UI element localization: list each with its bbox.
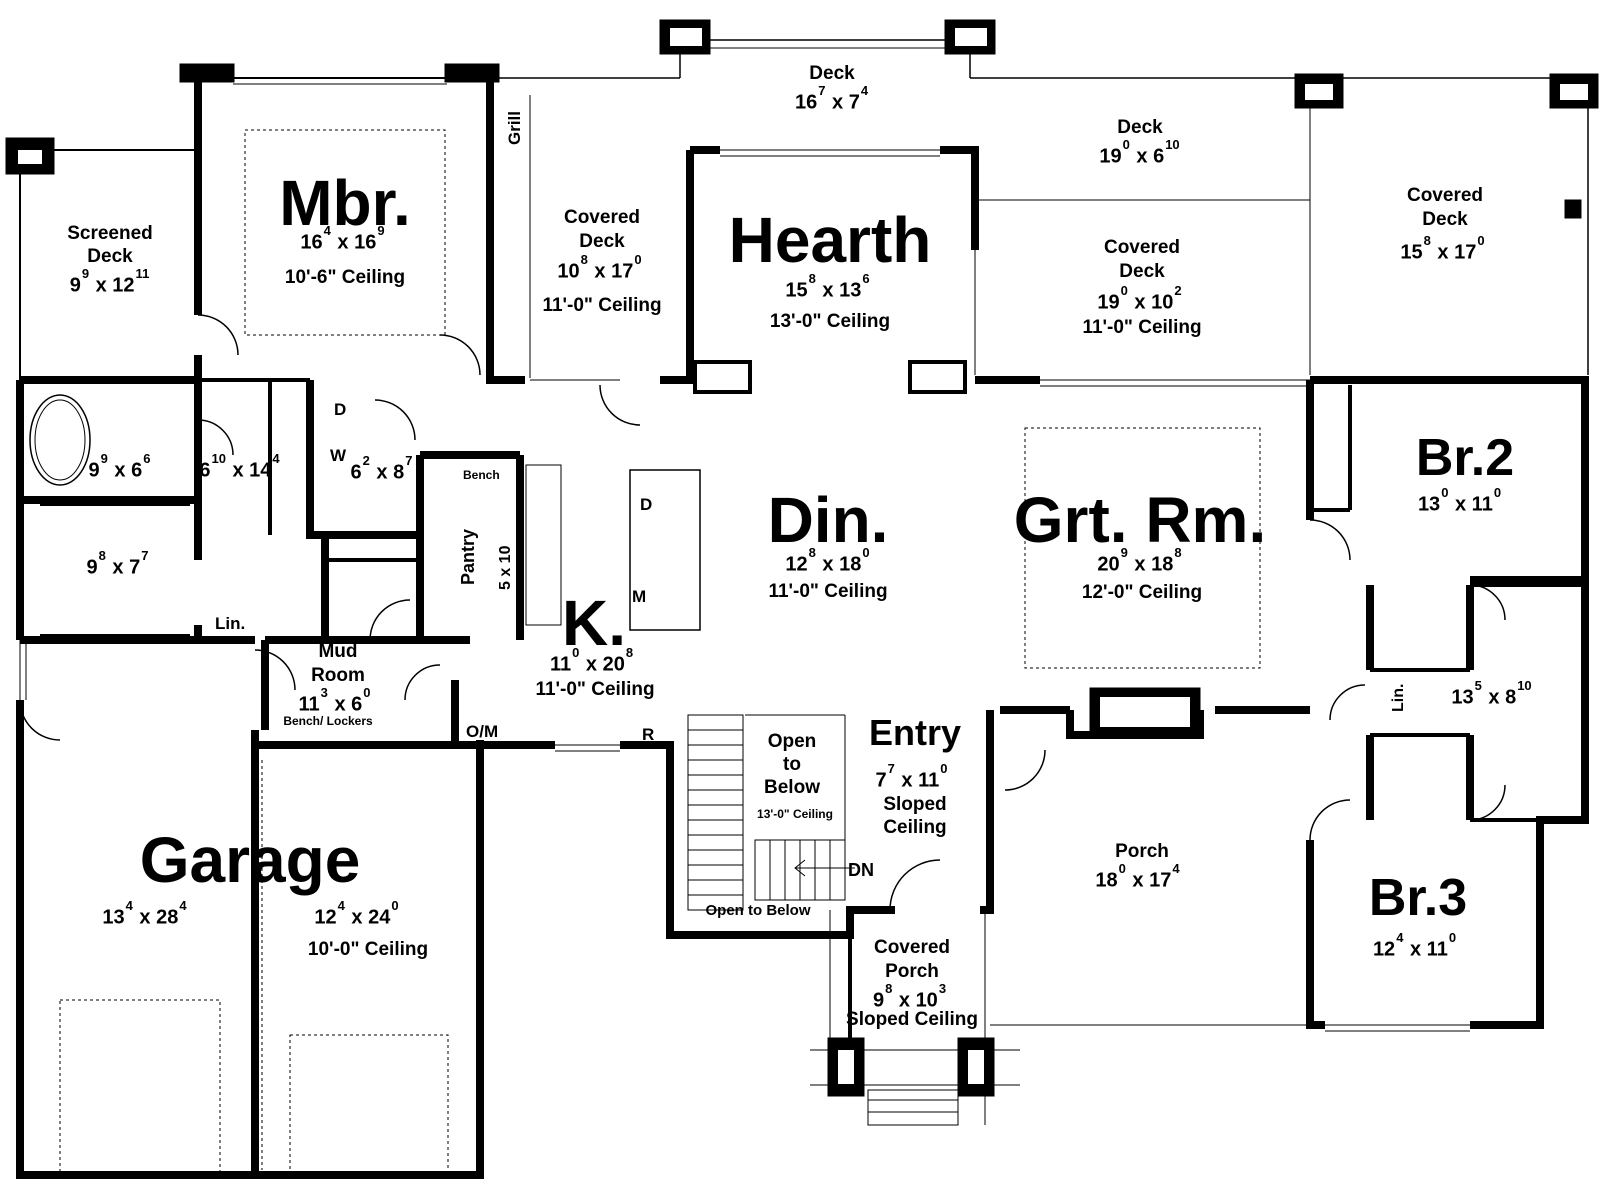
covered-deck-mid-label: Covered bbox=[1103, 237, 1181, 258]
covered-porch-dims: 98 x 103 bbox=[872, 981, 947, 1012]
kitchen-label: K. bbox=[562, 587, 626, 659]
mud-room-label-2: Room bbox=[311, 665, 365, 686]
kitchen-dims: 110 x 208 bbox=[549, 645, 634, 676]
covered-deck-left-label-2: Deck bbox=[579, 231, 625, 252]
deck-top-label: Deck bbox=[809, 63, 855, 84]
din-dims: 128 x 180 bbox=[785, 545, 870, 576]
grt-rm-label: Grt. Rm. bbox=[1013, 484, 1267, 556]
br2-label: Br.2 bbox=[1415, 429, 1515, 487]
open-below-line1: Open bbox=[767, 731, 817, 752]
covered-deck-mid-label-2: Deck bbox=[1119, 261, 1165, 282]
garage-label: Garage bbox=[139, 824, 361, 896]
covered-deck-left-label: Covered bbox=[563, 207, 641, 228]
mud-room-note: Bench/ Lockers bbox=[283, 714, 373, 728]
linen-left-label: Lin. bbox=[215, 614, 246, 633]
mbr-dims: 164 x 169 bbox=[300, 223, 385, 254]
washer-label: W bbox=[330, 446, 347, 465]
stair-down-label: DN bbox=[848, 860, 874, 880]
grt-rm-dims: 209 x 188 bbox=[1097, 545, 1182, 576]
bath-master-dims: 99 x 66 bbox=[88, 451, 151, 482]
screened-deck-dims: 99 x 1211 bbox=[69, 266, 150, 297]
pantry-label: Pantry bbox=[458, 528, 478, 585]
garage-dims-2: 124 x 240 bbox=[314, 898, 399, 929]
bench-label: Bench bbox=[463, 468, 500, 482]
br3-label: Br.3 bbox=[1368, 869, 1468, 927]
br3-dims: 124 x 110 bbox=[1372, 930, 1457, 961]
dryer-label: D bbox=[334, 400, 347, 419]
hall-master-dims: 610 x 144 bbox=[199, 451, 280, 482]
hearth-dims: 158 x 136 bbox=[785, 271, 870, 302]
grill-label: Grill bbox=[505, 110, 524, 145]
covered-deck-mid-dims: 190 x 102 bbox=[1097, 283, 1182, 314]
covered-porch-label-2: Porch bbox=[885, 961, 939, 982]
grt-rm-ceiling: 12'-0" Ceiling bbox=[1081, 582, 1203, 603]
din-ceiling: 11'-0" Ceiling bbox=[768, 581, 888, 602]
covered-deck-right-label-2: Deck bbox=[1422, 209, 1468, 230]
entry-ceiling-2: Ceiling bbox=[883, 817, 947, 838]
covered-deck-right-dims: 158 x 170 bbox=[1400, 233, 1485, 264]
bath2-dims: 135 x 810 bbox=[1451, 678, 1532, 709]
deck-top-dims: 167 x 74 bbox=[794, 83, 869, 114]
mud-room-dims: 113 x 60 bbox=[298, 685, 371, 716]
deck-right-dims: 190 x 610 bbox=[1099, 137, 1180, 168]
garage-dims-1: 134 x 284 bbox=[102, 898, 187, 929]
pantry-dims: 5 x 10 bbox=[497, 545, 514, 590]
open-below-line3: Below bbox=[764, 777, 820, 798]
br2-dims: 130 x 110 bbox=[1417, 485, 1502, 516]
open-below-ceiling: 13'-0" Ceiling bbox=[757, 807, 833, 821]
entry-label: Entry bbox=[868, 712, 962, 753]
mbr-label: Mbr. bbox=[279, 167, 411, 239]
closet-master-dims: 98 x 77 bbox=[86, 548, 149, 579]
open-below-line2: to bbox=[783, 754, 801, 775]
covered-deck-left-ceiling: 11'-0" Ceiling bbox=[542, 295, 662, 316]
covered-deck-mid-ceiling: 11'-0" Ceiling bbox=[1082, 317, 1202, 338]
laundry-dims: 62 x 87 bbox=[350, 453, 413, 484]
kitchen-ceiling: 11'-0" Ceiling bbox=[535, 679, 655, 700]
open-below-stair-label: Open to Below bbox=[705, 902, 811, 919]
oven-micro-label: O/M bbox=[466, 722, 499, 741]
porch-label: Porch bbox=[1115, 841, 1169, 862]
refrigerator-label: R bbox=[642, 725, 655, 744]
covered-deck-right-label: Covered bbox=[1406, 185, 1484, 206]
covered-porch-ceiling: Sloped Ceiling bbox=[846, 1009, 978, 1030]
hearth-label: Hearth bbox=[728, 204, 932, 276]
hearth-ceiling: 13'-0" Ceiling bbox=[769, 311, 891, 332]
dishwasher-label: D bbox=[640, 495, 653, 514]
mbr-ceiling: 10'-6" Ceiling bbox=[284, 267, 406, 288]
deck-right-label: Deck bbox=[1117, 117, 1163, 138]
covered-porch-label: Covered bbox=[873, 937, 951, 958]
entry-dims: 77 x 110 bbox=[875, 761, 948, 792]
linen-right-label: Lin. bbox=[1390, 683, 1407, 712]
garage-ceiling: 10'-0" Ceiling bbox=[307, 939, 429, 960]
microwave-label: M bbox=[632, 587, 647, 606]
screened-deck-label: Screened bbox=[67, 223, 153, 244]
mud-room-label: Mud bbox=[318, 641, 358, 662]
din-label: Din. bbox=[767, 484, 889, 556]
screened-deck-label-2: Deck bbox=[87, 246, 133, 267]
entry-ceiling-1: Sloped bbox=[883, 794, 947, 815]
covered-deck-left-dims: 108 x 170 bbox=[557, 252, 642, 283]
porch-dims: 180 x 174 bbox=[1095, 861, 1180, 892]
